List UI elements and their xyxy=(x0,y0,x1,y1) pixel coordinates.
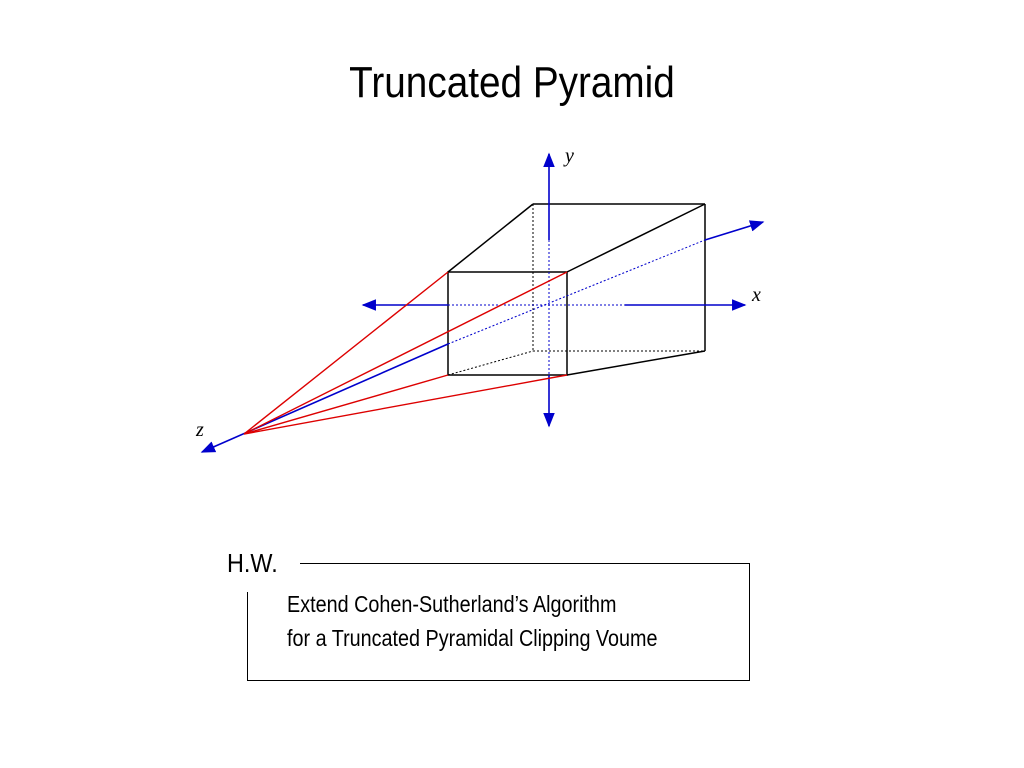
slide-title: Truncated Pyramid xyxy=(349,58,675,107)
homework-box xyxy=(247,563,750,681)
z-axis-near xyxy=(200,343,449,453)
homework-box-label-gap xyxy=(238,550,300,592)
homework-label: H.W. xyxy=(227,548,278,578)
side-edge-top-right xyxy=(566,203,706,273)
z-axis-far xyxy=(704,220,765,241)
projector-line-top-left xyxy=(243,271,449,435)
homework-line-2: for a Truncated Pyramidal Clipping Voume xyxy=(287,625,658,651)
front-face xyxy=(447,271,568,376)
side-edge-top-left xyxy=(447,203,534,273)
side-edge-bottom-right xyxy=(566,350,706,376)
x-axis-label: x xyxy=(751,284,761,306)
projector-line-bottom-left xyxy=(243,374,449,435)
homework-line-1: Extend Cohen-Sutherland’s Algorithm xyxy=(287,591,617,617)
projector-line-top-right xyxy=(243,271,568,435)
projector-line-bottom-right xyxy=(243,374,568,435)
y-axis-label: y xyxy=(563,145,574,167)
z-axis-label: z xyxy=(195,419,204,441)
side-edge-bottom-left-hidden xyxy=(447,350,534,376)
z-axis-hidden xyxy=(447,239,706,345)
